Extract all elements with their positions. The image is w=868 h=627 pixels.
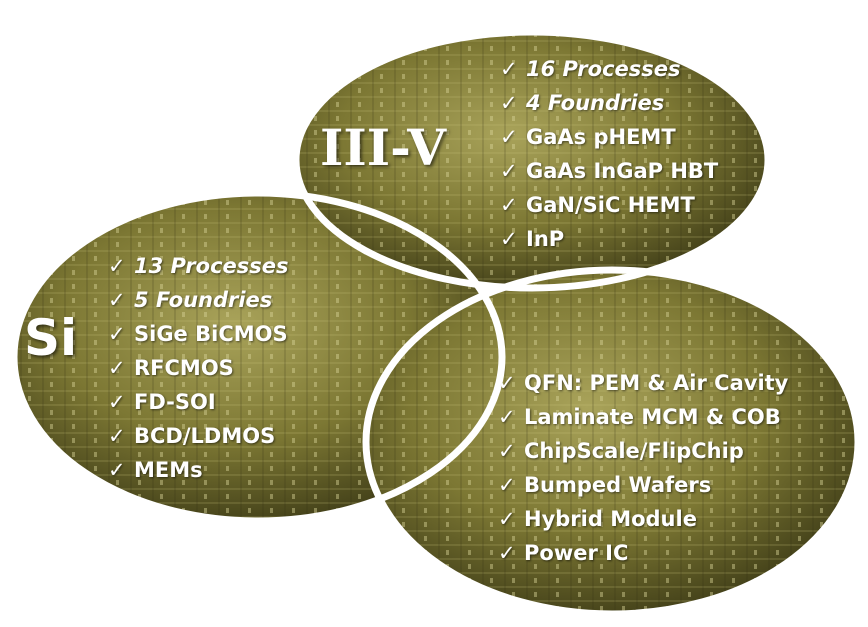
checkmark-icon: ✓	[500, 91, 518, 115]
list-item: ✓16 Processes	[500, 52, 718, 86]
list-item: ✓RFCMOS	[108, 351, 289, 385]
checkmark-icon: ✓	[108, 458, 126, 482]
checkmark-icon: ✓	[108, 288, 126, 312]
checkmark-icon: ✓	[500, 159, 518, 183]
checkmark-icon: ✓	[498, 439, 516, 463]
list-item: ✓Laminate MCM & COB	[498, 400, 788, 434]
list-item: ✓Bumped Wafers	[498, 468, 788, 502]
checkmark-icon: ✓	[498, 371, 516, 395]
list-item: ✓InP	[500, 222, 718, 256]
wafer-packaging	[366, 270, 858, 614]
list-item: ✓ChipScale/FlipChip	[498, 434, 788, 468]
checkmark-icon: ✓	[498, 507, 516, 531]
list-item: ✓GaAs InGaP HBT	[500, 154, 718, 188]
checkmark-icon: ✓	[500, 57, 518, 81]
overlap-outlines	[10, 28, 862, 618]
list-item: ✓SiGe BiCMOS	[108, 317, 289, 351]
checkmark-icon: ✓	[108, 322, 126, 346]
packaging-capability-list: ✓QFN: PEM & Air Cavity ✓Laminate MCM & C…	[498, 366, 788, 570]
wafer-iii-v	[296, 32, 768, 288]
checkmark-icon: ✓	[108, 424, 126, 448]
iii-v-title: III-V	[320, 118, 447, 177]
checkmark-icon: ✓	[500, 125, 518, 149]
list-item: ✓GaN/SiC HEMT	[500, 188, 718, 222]
checkmark-icon: ✓	[498, 405, 516, 429]
checkmark-icon: ✓	[500, 193, 518, 217]
list-item: ✓FD-SOI	[108, 385, 289, 419]
checkmark-icon: ✓	[108, 356, 126, 380]
checkmark-icon: ✓	[498, 541, 516, 565]
list-item: ✓13 Processes	[108, 249, 289, 283]
list-item: ✓Power IC	[498, 536, 788, 570]
list-item: ✓5 Foundries	[108, 283, 289, 317]
list-item: ✓4 Foundries	[500, 86, 718, 120]
si-capability-list: ✓13 Processes ✓5 Foundries ✓SiGe BiCMOS …	[108, 249, 289, 487]
checkmark-icon: ✓	[108, 390, 126, 414]
list-item: ✓Hybrid Module	[498, 502, 788, 536]
checkmark-icon: ✓	[500, 227, 518, 251]
list-item: ✓MEMs	[108, 453, 289, 487]
checkmark-icon: ✓	[108, 254, 126, 278]
list-item: ✓BCD/LDMOS	[108, 419, 289, 453]
list-item: ✓QFN: PEM & Air Cavity	[498, 366, 788, 400]
list-item: ✓GaAs pHEMT	[500, 120, 718, 154]
iii-v-capability-list: ✓16 Processes ✓4 Foundries ✓GaAs pHEMT ✓…	[500, 52, 718, 256]
si-title: Si	[24, 309, 78, 367]
checkmark-icon: ✓	[498, 473, 516, 497]
